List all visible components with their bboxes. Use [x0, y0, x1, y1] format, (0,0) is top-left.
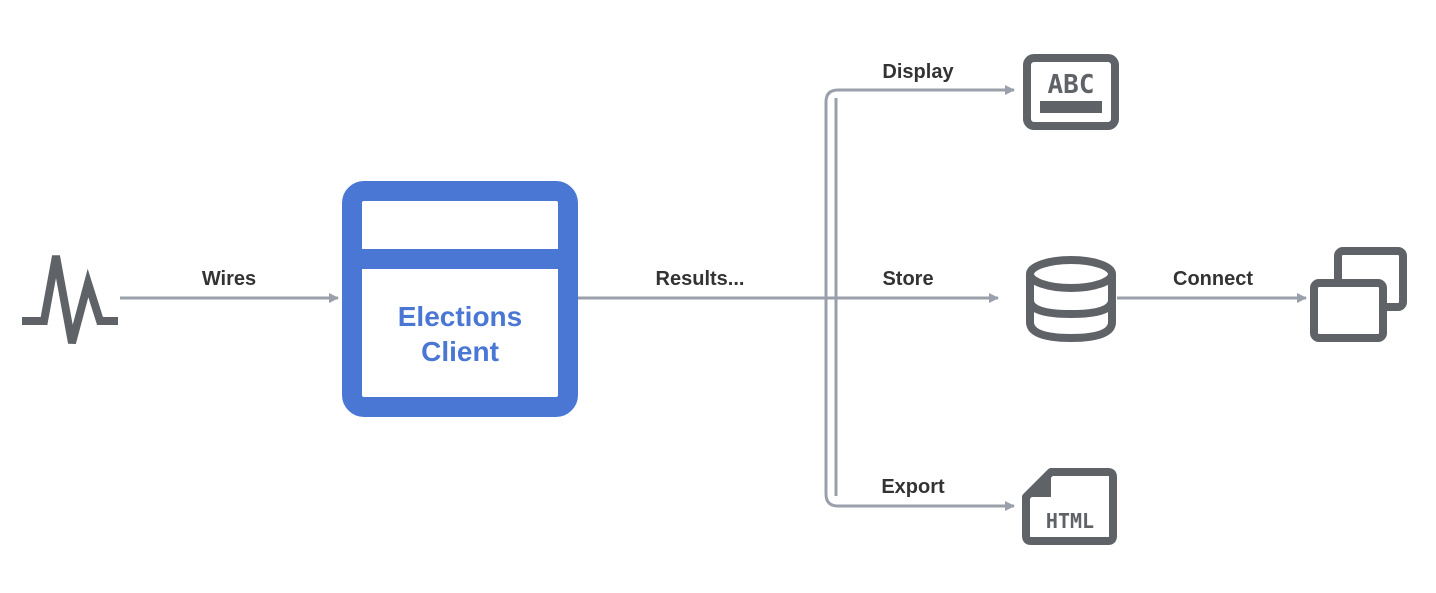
- windows-icon: [1310, 247, 1407, 342]
- display-label: Display: [882, 61, 954, 83]
- display-connector: [824, 85, 1015, 298]
- html-file-icon-text: HTML: [1046, 509, 1094, 533]
- results-label: Results...: [656, 268, 745, 290]
- export-connector: [824, 298, 1015, 511]
- text-display-icon-text: ABC: [1048, 70, 1095, 100]
- connect-label: Connect: [1173, 268, 1253, 290]
- client-title-line1: Elections: [398, 301, 522, 332]
- elections-client-window: [342, 181, 578, 417]
- html-file-icon: HTML: [1022, 468, 1117, 545]
- client-title-line2: Client: [421, 336, 499, 367]
- results-connector: [578, 98, 999, 496]
- wires-label: Wires: [202, 268, 256, 290]
- database-icon: [1026, 256, 1116, 343]
- pulse-icon: [22, 255, 118, 345]
- export-label: Export: [881, 476, 945, 498]
- text-display-icon: ABC: [1023, 54, 1119, 130]
- store-label: Store: [882, 268, 933, 290]
